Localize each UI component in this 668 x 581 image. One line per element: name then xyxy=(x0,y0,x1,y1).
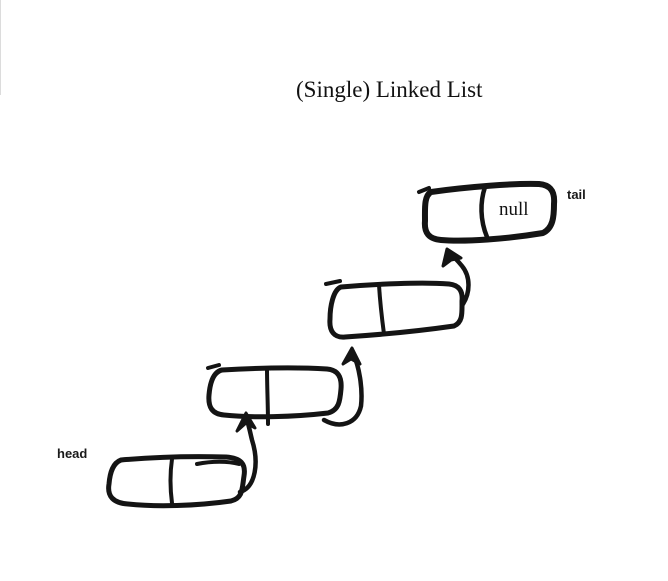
arrow-3-head xyxy=(441,247,463,268)
list-node-1-head xyxy=(106,454,247,509)
head-label: head xyxy=(57,446,88,461)
node-2-divider xyxy=(265,366,270,426)
arrow-2-stem xyxy=(321,350,364,427)
node-3-divider xyxy=(377,283,386,336)
list-node-4-tail xyxy=(417,180,558,244)
node-4-outline xyxy=(421,180,558,244)
node-1-overlap-stroke xyxy=(195,459,241,466)
pointer-arrow-1-to-2 xyxy=(235,411,258,495)
pointer-arrow-3-to-4 xyxy=(441,247,471,307)
pointer-arrow-2-to-3 xyxy=(321,346,364,427)
tail-label: tail xyxy=(567,187,586,202)
node-3-outline xyxy=(327,280,465,340)
node-1-divider xyxy=(168,457,174,505)
node-2-outline xyxy=(206,365,344,420)
scan-artifact-line xyxy=(0,0,1,95)
list-node-3 xyxy=(324,279,465,340)
list-node-2 xyxy=(206,363,344,426)
diagram-title: (Single) Linked List xyxy=(296,77,483,102)
node-2-corner-tick xyxy=(206,363,221,370)
arrow-1-head xyxy=(235,411,257,433)
node-1-outline xyxy=(106,454,247,509)
node-3-corner-tick xyxy=(324,279,342,286)
null-value-text: null xyxy=(499,199,529,220)
node-4-corner-tick xyxy=(417,186,431,194)
node-4-divider xyxy=(479,184,490,240)
arrow-2-head xyxy=(341,346,362,366)
